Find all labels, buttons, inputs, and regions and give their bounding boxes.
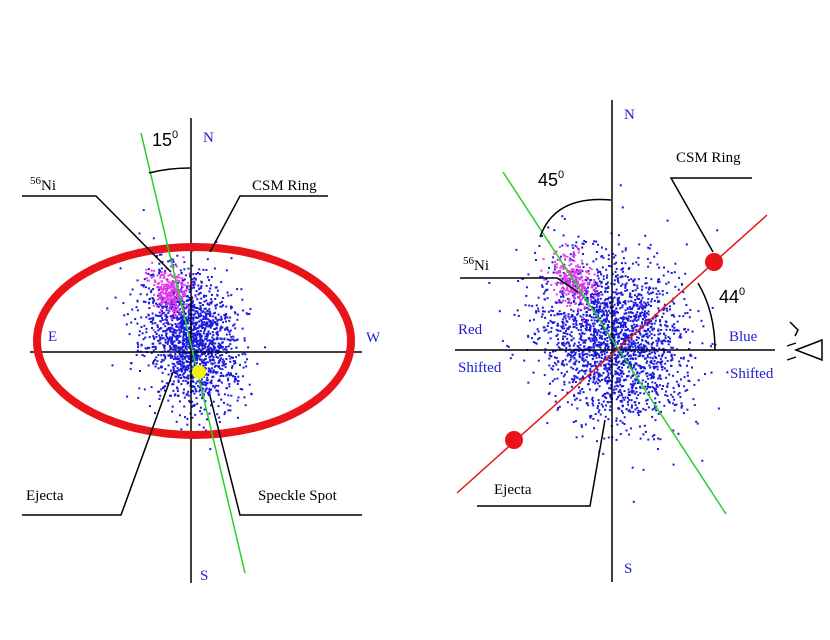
speckle-spot-label: Speckle Spot <box>258 488 338 504</box>
left-ni-label: 56Ni <box>30 175 56 194</box>
left-south-label: S <box>200 568 208 584</box>
red-label: Red <box>458 322 483 338</box>
left-csm-ring <box>33 243 355 439</box>
left-east-label: E <box>48 329 57 345</box>
left-ejecta-leader <box>22 371 174 516</box>
right-angle-arc-44 <box>697 282 716 351</box>
left-ejecta-label: Ejecta <box>26 488 64 504</box>
blue-label: Blue <box>729 329 758 345</box>
right-csm-leader <box>669 177 752 253</box>
left-speckle-leader <box>209 395 362 516</box>
left-panel: N S E W 150 56Ni CSM Ring Ejecta Speckle… <box>22 118 381 584</box>
right-angle-44-label: 440 <box>719 286 745 307</box>
right-angle-45-label: 450 <box>538 169 564 190</box>
right-ejecta-leader <box>477 419 606 507</box>
eye-icon <box>786 321 823 362</box>
left-angle-label: 150 <box>152 129 178 150</box>
right-ejecta-cloud <box>488 184 729 503</box>
right-south-label: S <box>624 561 632 577</box>
blue-shifted-label: Shifted <box>730 366 774 382</box>
right-ring-dot-lower <box>505 431 523 449</box>
right-ni-label: 56Ni <box>463 255 489 274</box>
right-tilt-line <box>502 171 727 515</box>
right-panel: N S 450 440 56Ni CSM Ring Ejecta Red Shi… <box>455 100 823 582</box>
left-north-label: N <box>203 130 214 146</box>
right-ni-leader <box>460 277 579 293</box>
left-tilt-line <box>140 132 246 574</box>
right-ring-dot-upper <box>705 253 723 271</box>
right-csm-ring-label: CSM Ring <box>676 150 741 166</box>
left-csm-leader <box>209 195 328 253</box>
red-shifted-label: Shifted <box>458 360 502 376</box>
left-csm-ring-label: CSM Ring <box>252 178 317 194</box>
left-west-label: W <box>366 330 381 346</box>
left-angle-arc <box>148 167 191 174</box>
speckle-spot-marker <box>192 365 206 379</box>
right-north-label: N <box>624 107 635 123</box>
left-ni-leader <box>22 195 172 273</box>
right-ejecta-label: Ejecta <box>494 482 532 498</box>
right-angle-arc-45 <box>539 198 612 238</box>
left-ejecta-cloud <box>106 209 267 451</box>
